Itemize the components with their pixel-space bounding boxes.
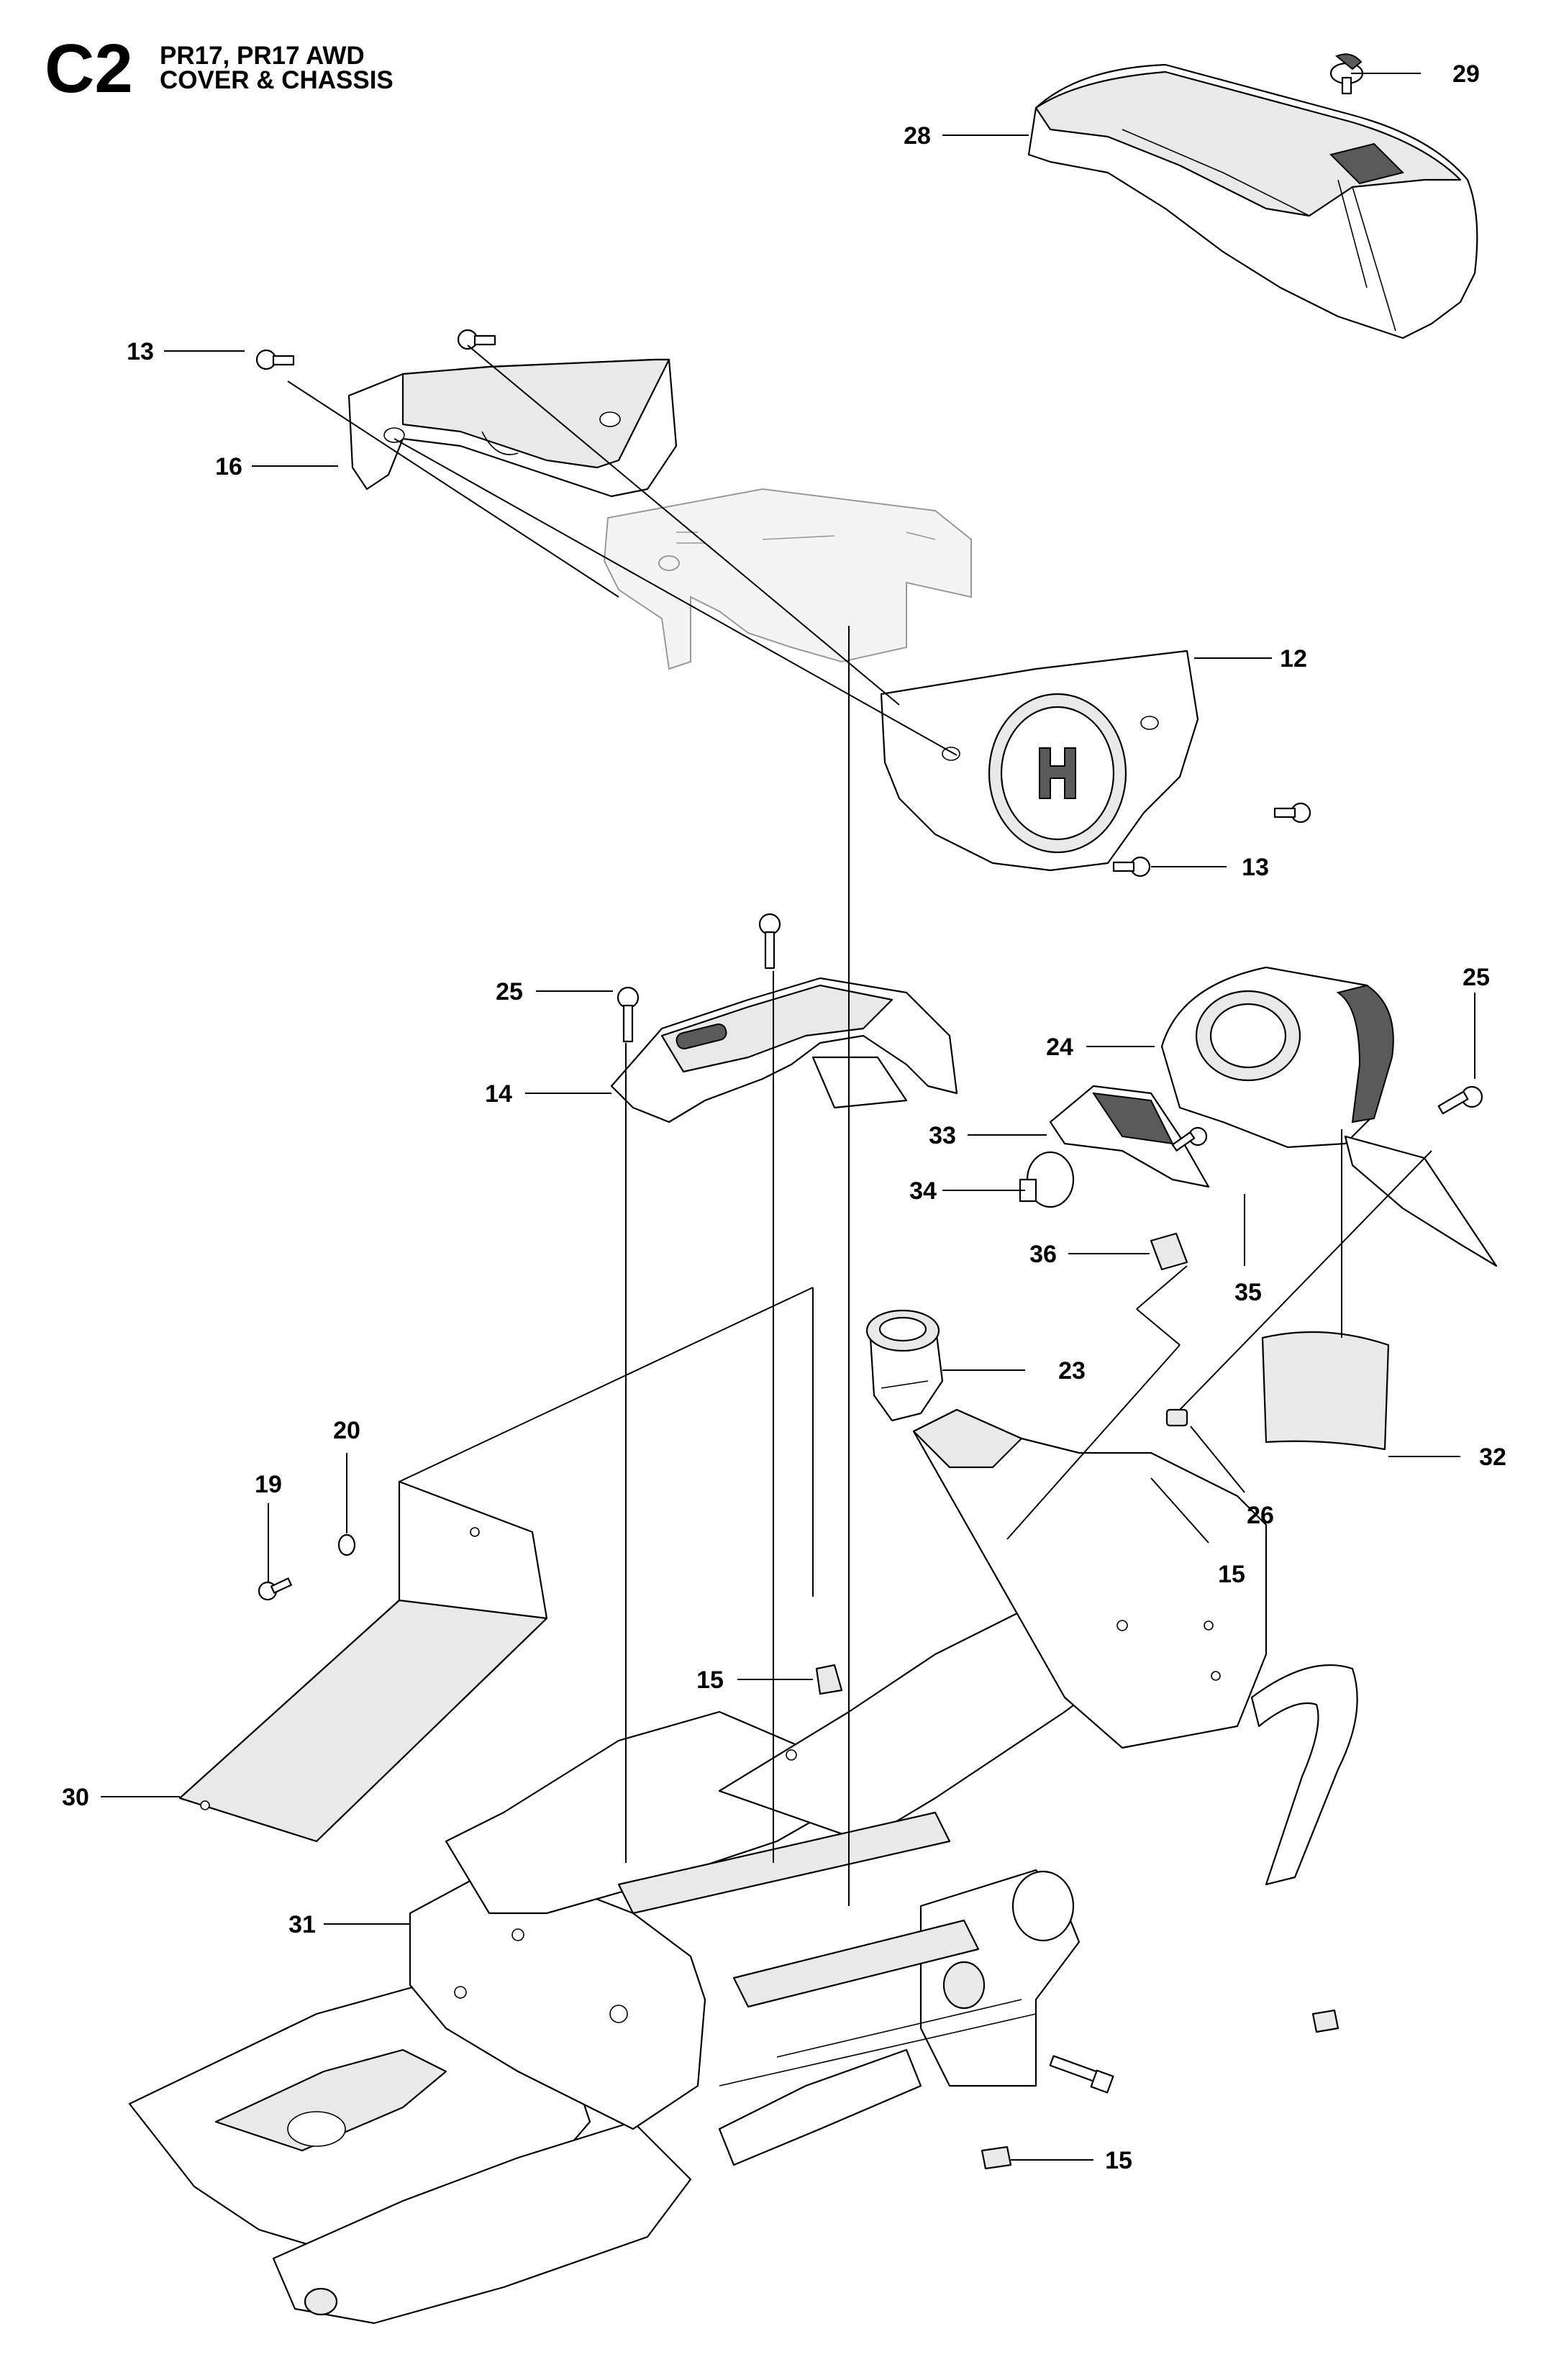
callout-labels: 29 28 13 16 12 13 25 25 14 24 33 34 36 3… <box>62 60 1506 2174</box>
callout-25-right: 25 <box>1463 964 1490 991</box>
callout-30: 30 <box>62 1784 89 1811</box>
leader-lines <box>101 73 1475 2161</box>
callout-23: 23 <box>1058 1357 1086 1385</box>
callout-15-bottom: 15 <box>1105 2147 1132 2174</box>
callout-29: 29 <box>1452 60 1480 88</box>
ghost-dash-panel <box>603 488 972 670</box>
callout-36: 36 <box>1029 1241 1057 1268</box>
callout-34: 34 <box>909 1177 937 1205</box>
callout-12: 12 <box>1280 645 1307 672</box>
callout-35: 35 <box>1234 1279 1262 1306</box>
callout-24: 24 <box>1046 1034 1073 1061</box>
screws-25 <box>617 913 1483 1115</box>
callout-31: 31 <box>288 1911 316 1938</box>
section-title: COVER & CHASSIS <box>160 66 394 94</box>
part-33-light-bracket <box>1049 1085 1210 1188</box>
callout-15-upper-right: 15 <box>1218 1561 1245 1588</box>
part-24-headlight-housing <box>1160 966 1498 1267</box>
callout-33: 33 <box>929 1122 956 1149</box>
callout-26: 26 <box>1247 1502 1274 1529</box>
part-26-connector <box>1165 1408 1188 1427</box>
part-32-lens <box>1261 1331 1390 1451</box>
part-19-screw <box>258 1577 292 1601</box>
callout-14: 14 <box>485 1080 512 1108</box>
callout-32: 32 <box>1479 1444 1506 1471</box>
part-28-top-cover <box>1027 63 1478 339</box>
part-12-front-cover <box>880 649 1199 872</box>
callout-25-left: 25 <box>496 978 523 1006</box>
callout-19: 19 <box>255 1471 282 1498</box>
screws-13 <box>255 329 1311 877</box>
callout-15-middle: 15 <box>696 1667 724 1694</box>
section-code: C2 <box>45 30 133 107</box>
part-16-left-cover <box>347 358 678 498</box>
model-names: PR17, PR17 AWD <box>160 42 365 70</box>
bolt-lower-right <box>1049 2055 1114 2094</box>
part-20-washer <box>337 1533 356 1556</box>
callout-28: 28 <box>904 122 931 150</box>
part-35-screw <box>1171 1126 1208 1152</box>
part-34-bulb <box>1019 1151 1075 1208</box>
callout-16: 16 <box>215 453 242 480</box>
part-36-clip <box>1150 1232 1188 1271</box>
part-31-chassis-frame <box>128 1408 1358 2325</box>
callout-13-bottom: 13 <box>1242 854 1269 881</box>
callout-13-top: 13 <box>127 338 154 365</box>
callout-20: 20 <box>333 1417 360 1444</box>
part-30-floor-plate <box>178 1480 548 1843</box>
part-23-bushing <box>865 1309 944 1422</box>
part-14-console-cover <box>610 977 958 1123</box>
assembly-lines <box>287 345 1432 1906</box>
